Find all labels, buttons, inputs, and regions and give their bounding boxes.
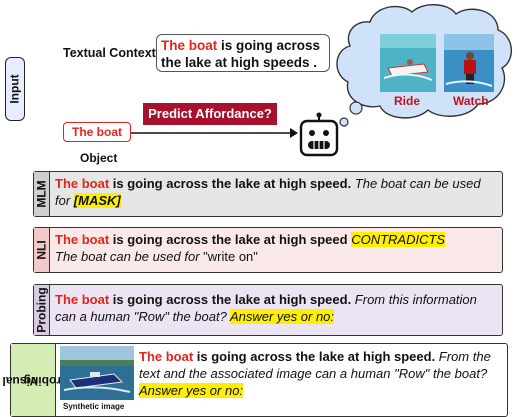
- watch-label: Watch: [453, 94, 489, 108]
- mlm-text: The boat is going across the lake at hig…: [55, 175, 498, 209]
- probing-tag: Probing: [34, 285, 50, 335]
- probing-panel: Probing The boat is going across the lak…: [33, 284, 503, 336]
- textual-context-box: The boat is going across the lake at hig…: [156, 34, 330, 72]
- visual-sentence: is going across the lake at high speed.: [193, 349, 436, 364]
- predict-affordance-label: Predict Affordance?: [143, 103, 277, 125]
- visual-probing-text: The boat is going across the lake at hig…: [139, 348, 503, 399]
- mlm-panel: MLM The boat is going across the lake at…: [33, 171, 503, 217]
- nli-hypothesis-quote: "write on": [203, 249, 258, 264]
- visual-answer-prompt: Answer yes or no:: [139, 383, 244, 398]
- textual-context-label: Textual Context: [63, 46, 156, 60]
- input-tag: Input: [5, 57, 25, 121]
- probing-text: The boat is going across the lake at hig…: [55, 291, 498, 325]
- nli-tag: NLI: [34, 228, 50, 272]
- mlm-sentence: is going across the lake at high speed.: [109, 176, 352, 191]
- synthetic-boat-image: [60, 346, 134, 400]
- mlm-tag-label: MLM: [34, 180, 49, 208]
- synthetic-image-caption: Synthetic image: [63, 402, 125, 411]
- robot-icon: [299, 112, 339, 157]
- visual-subject: The boat: [139, 349, 194, 364]
- mlm-subject: The boat: [55, 176, 110, 191]
- probing-question: From this information can a human "Row" …: [55, 292, 477, 324]
- context-rest: is going across the lake at high speeds …: [161, 38, 321, 70]
- probing-answer-prompt: Answer yes or no:: [229, 309, 335, 324]
- object-box: The boat: [63, 122, 131, 142]
- object-label: Object: [80, 151, 118, 165]
- nli-panel: NLI The boat is going across the lake at…: [33, 227, 503, 273]
- probing-subject: The boat: [55, 292, 110, 307]
- ride-label: Ride: [394, 94, 421, 108]
- nli-subject: The boat: [55, 232, 110, 247]
- watch-image: [444, 34, 494, 92]
- context-subject: The boat: [161, 38, 218, 53]
- object-value: The boat: [72, 125, 122, 139]
- nli-tag-label: NLI: [34, 240, 49, 260]
- nli-hypothesis: The boat can be used for: [55, 249, 204, 264]
- probing-sentence: is going across the lake at high speed.: [109, 292, 352, 307]
- nli-keyword: CONTRADICTS: [351, 232, 446, 247]
- mlm-tag: MLM: [34, 172, 50, 216]
- nli-text: The boat is going across the lake at hig…: [55, 231, 498, 265]
- mlm-mask-token: [MASK]: [73, 193, 121, 208]
- ride-image: [380, 34, 436, 92]
- probing-tag-label: Probing: [34, 287, 49, 333]
- mlm-prompt: The boat can be used for: [55, 176, 481, 208]
- nli-sentence: is going across the lake at high speed: [109, 232, 352, 247]
- visual-question: From the text and the associated image c…: [139, 349, 491, 381]
- predict-arrow: [131, 128, 298, 138]
